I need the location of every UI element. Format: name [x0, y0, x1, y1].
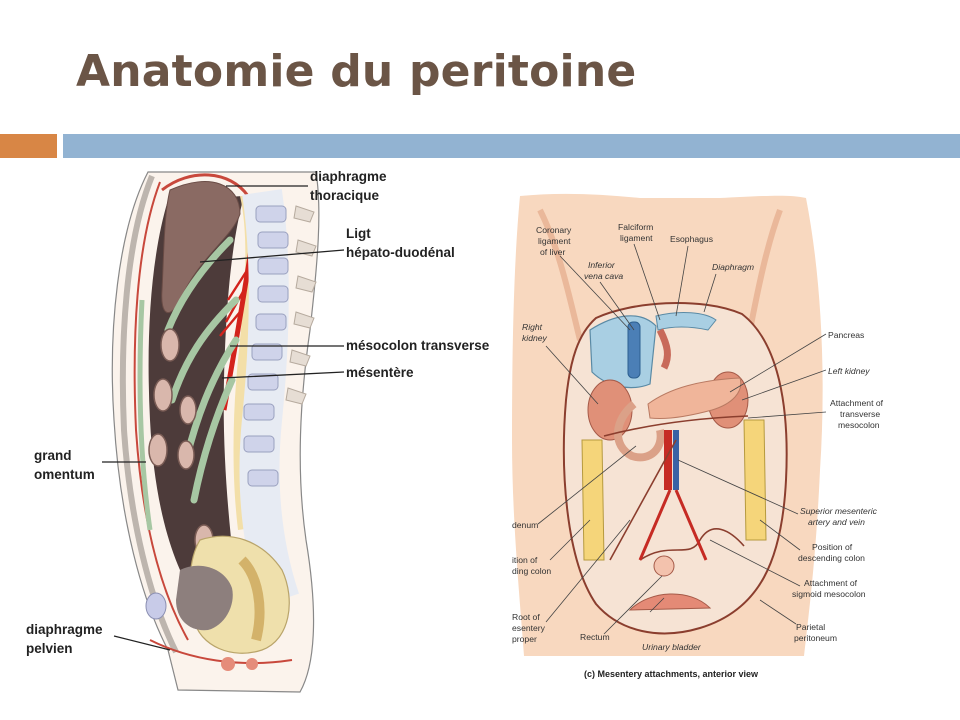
label-transverse-mesocolon: mésocolon transverse: [346, 338, 490, 353]
label-root-mesentery-2: esentery: [512, 623, 546, 633]
diaphragm-area: [656, 313, 716, 330]
label-coronary-1: Coronary: [536, 225, 572, 235]
pubic-bone: [146, 593, 166, 619]
label-parietal-1: Parietal: [796, 622, 825, 632]
label-root-mesentery-1: Root of: [512, 612, 540, 622]
label-pelvic-diaphragm-1: diaphragme: [26, 622, 103, 637]
label-duodenum: denum: [512, 520, 538, 530]
inferior-vena-cava: [628, 322, 640, 378]
rectum-circle: [654, 556, 674, 576]
label-coronary-3: of liver: [540, 247, 565, 257]
label-coronary-2: ligament: [538, 236, 571, 246]
label-hepatoduodenal-2: hépato-duodénal: [346, 245, 455, 260]
label-sigmoid-2: sigmoid mesocolon: [792, 589, 866, 599]
label-ivc-2: vena cava: [584, 271, 623, 281]
label-diaphragm-thoracic-1: diaphragme: [310, 169, 387, 184]
label-right-kidney-1: Right: [522, 322, 543, 332]
label-desc-colon-1: Position of: [812, 542, 853, 552]
label-desc-colon-2: descending colon: [798, 553, 865, 563]
liver-bare-area: [590, 316, 656, 388]
label-diaphragm: Diaphragm: [712, 262, 754, 272]
label-sup-mesenteric-1: Superior mesenteric: [800, 506, 878, 516]
label-sup-mesenteric-2: artery and vein: [808, 517, 865, 527]
label-hepatoduodenal-1: Ligt: [346, 226, 371, 241]
sagittal-section-figure: [112, 172, 319, 692]
label-falciform-2: ligament: [620, 233, 653, 243]
label-greater-omentum-2: omentum: [34, 467, 95, 482]
figure-caption: (c) Mesentery attachments, anterior view: [584, 669, 759, 679]
label-rectum: Rectum: [580, 632, 610, 642]
label-ivc-1: Inferior: [588, 260, 616, 270]
label-bladder: Urinary bladder: [642, 642, 702, 652]
label-att-transverse-2: transverse: [840, 409, 880, 419]
label-diaphragm-thoracic-2: thoracique: [310, 188, 380, 203]
label-att-transverse-3: mesocolon: [838, 420, 880, 430]
label-parietal-2: peritoneum: [794, 633, 837, 643]
label-falciform-1: Falciform: [618, 222, 653, 232]
label-left-kidney: Left kidney: [828, 366, 870, 376]
label-root-mesentery-3: proper: [512, 634, 537, 644]
label-mesentery: mésentère: [346, 365, 414, 380]
anterior-view-figure: [512, 194, 823, 656]
label-right-kidney-2: kidney: [522, 333, 548, 343]
label-esophagus: Esophagus: [670, 234, 713, 244]
label-asc-colon-1: ition of: [512, 555, 538, 565]
label-pelvic-diaphragm-2: pelvien: [26, 641, 73, 656]
label-pancreas: Pancreas: [828, 330, 864, 340]
label-sigmoid-1: Attachment of: [804, 578, 858, 588]
label-asc-colon-2: ding colon: [512, 566, 551, 576]
label-att-transverse-1: Attachment of: [830, 398, 884, 408]
ascending-colon-position: [582, 440, 604, 560]
label-greater-omentum-1: grand: [34, 448, 72, 463]
